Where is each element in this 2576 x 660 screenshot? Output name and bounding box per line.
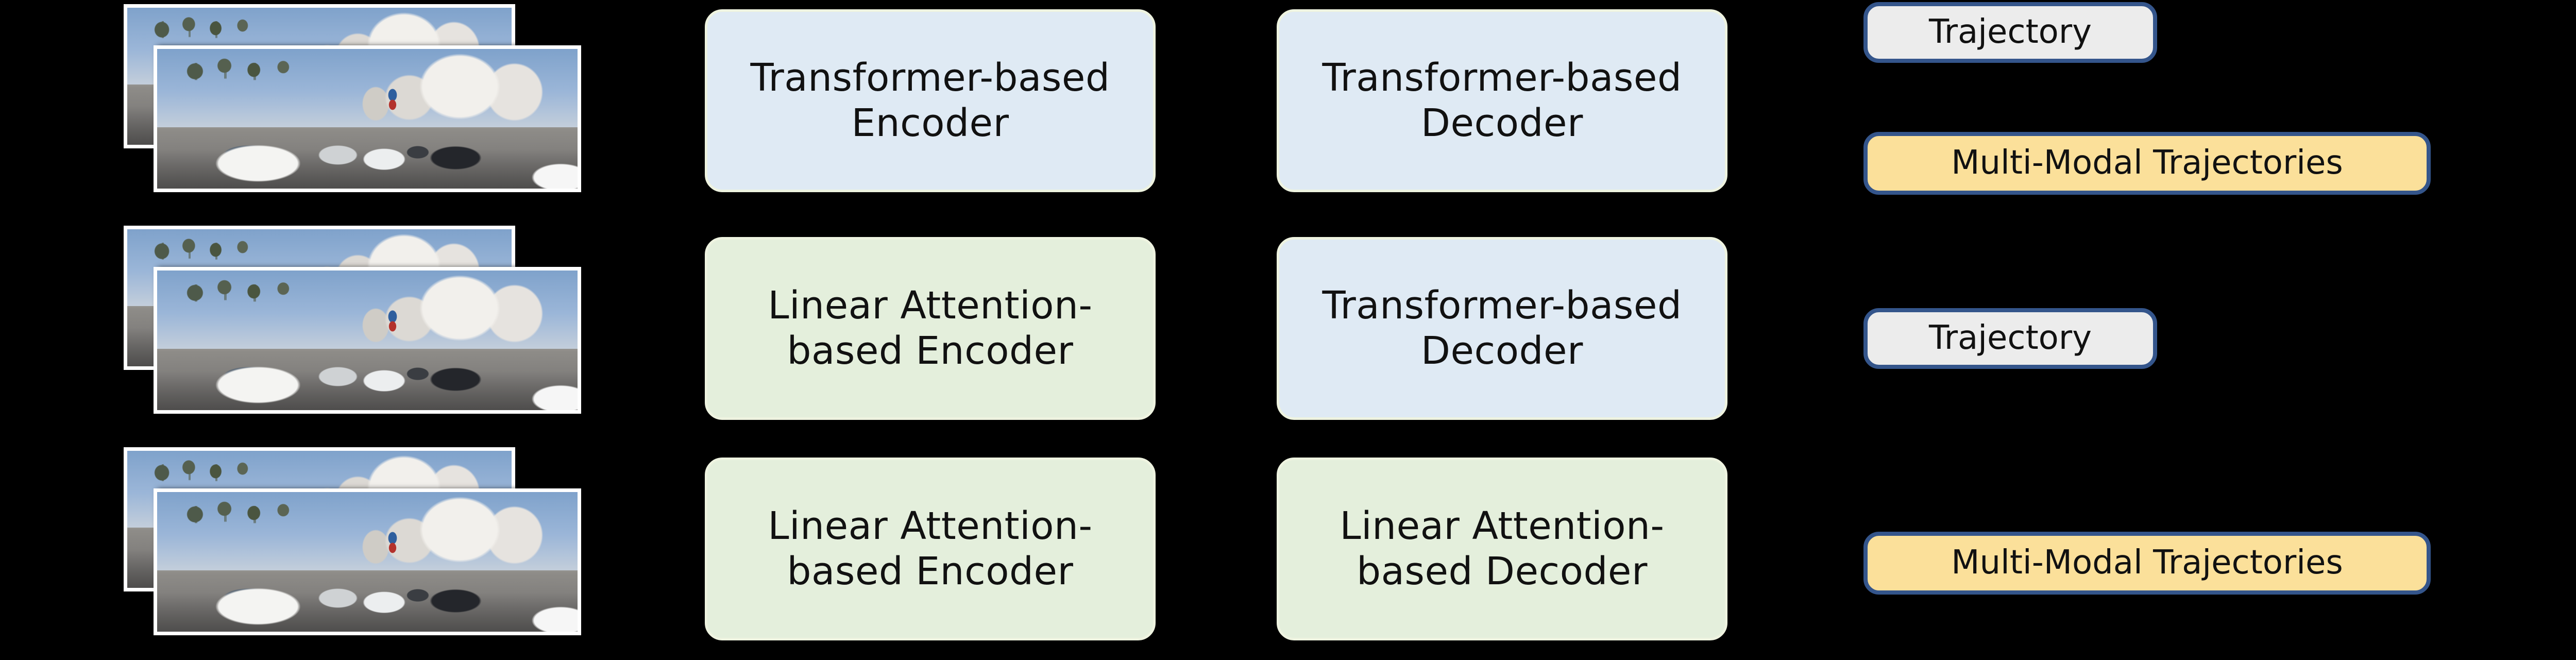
output-multimodal-trajectories-row-3[interactable]: Multi-Modal Trajectories	[1863, 532, 2431, 595]
input-frame-stack-row-3	[124, 447, 587, 635]
pipeline-row-1: Transformer-based Encoder Transformer-ba…	[0, 0, 2576, 222]
input-frame-stack-row-1	[124, 4, 587, 192]
pipeline-row-3: Linear Attention- based Encoder Linear A…	[0, 443, 2576, 660]
decoder-box-row-2[interactable]: Transformer-based Decoder	[1277, 237, 1727, 420]
input-frame-front	[154, 267, 581, 414]
output-multimodal-trajectories-row-1[interactable]: Multi-Modal Trajectories	[1863, 132, 2431, 195]
encoder-box-row-2[interactable]: Linear Attention- based Encoder	[705, 237, 1156, 420]
encoder-box-row-3[interactable]: Linear Attention- based Encoder	[705, 458, 1156, 640]
decoder-box-row-3[interactable]: Linear Attention- based Decoder	[1277, 458, 1727, 640]
output-trajectory-row-1[interactable]: Trajectory	[1863, 2, 2157, 63]
pipeline-row-2: Linear Attention- based Encoder Transfor…	[0, 222, 2576, 443]
driving-scene-image	[157, 49, 578, 189]
input-frame-stack-row-2	[124, 226, 587, 414]
input-frame-front	[154, 488, 581, 635]
decoder-box-row-1[interactable]: Transformer-based Decoder	[1277, 9, 1727, 192]
output-trajectory-row-2[interactable]: Trajectory	[1863, 308, 2157, 369]
driving-scene-image	[157, 270, 578, 410]
input-frame-front	[154, 45, 581, 192]
driving-scene-image	[157, 492, 578, 632]
encoder-box-row-1[interactable]: Transformer-based Encoder	[705, 9, 1156, 192]
